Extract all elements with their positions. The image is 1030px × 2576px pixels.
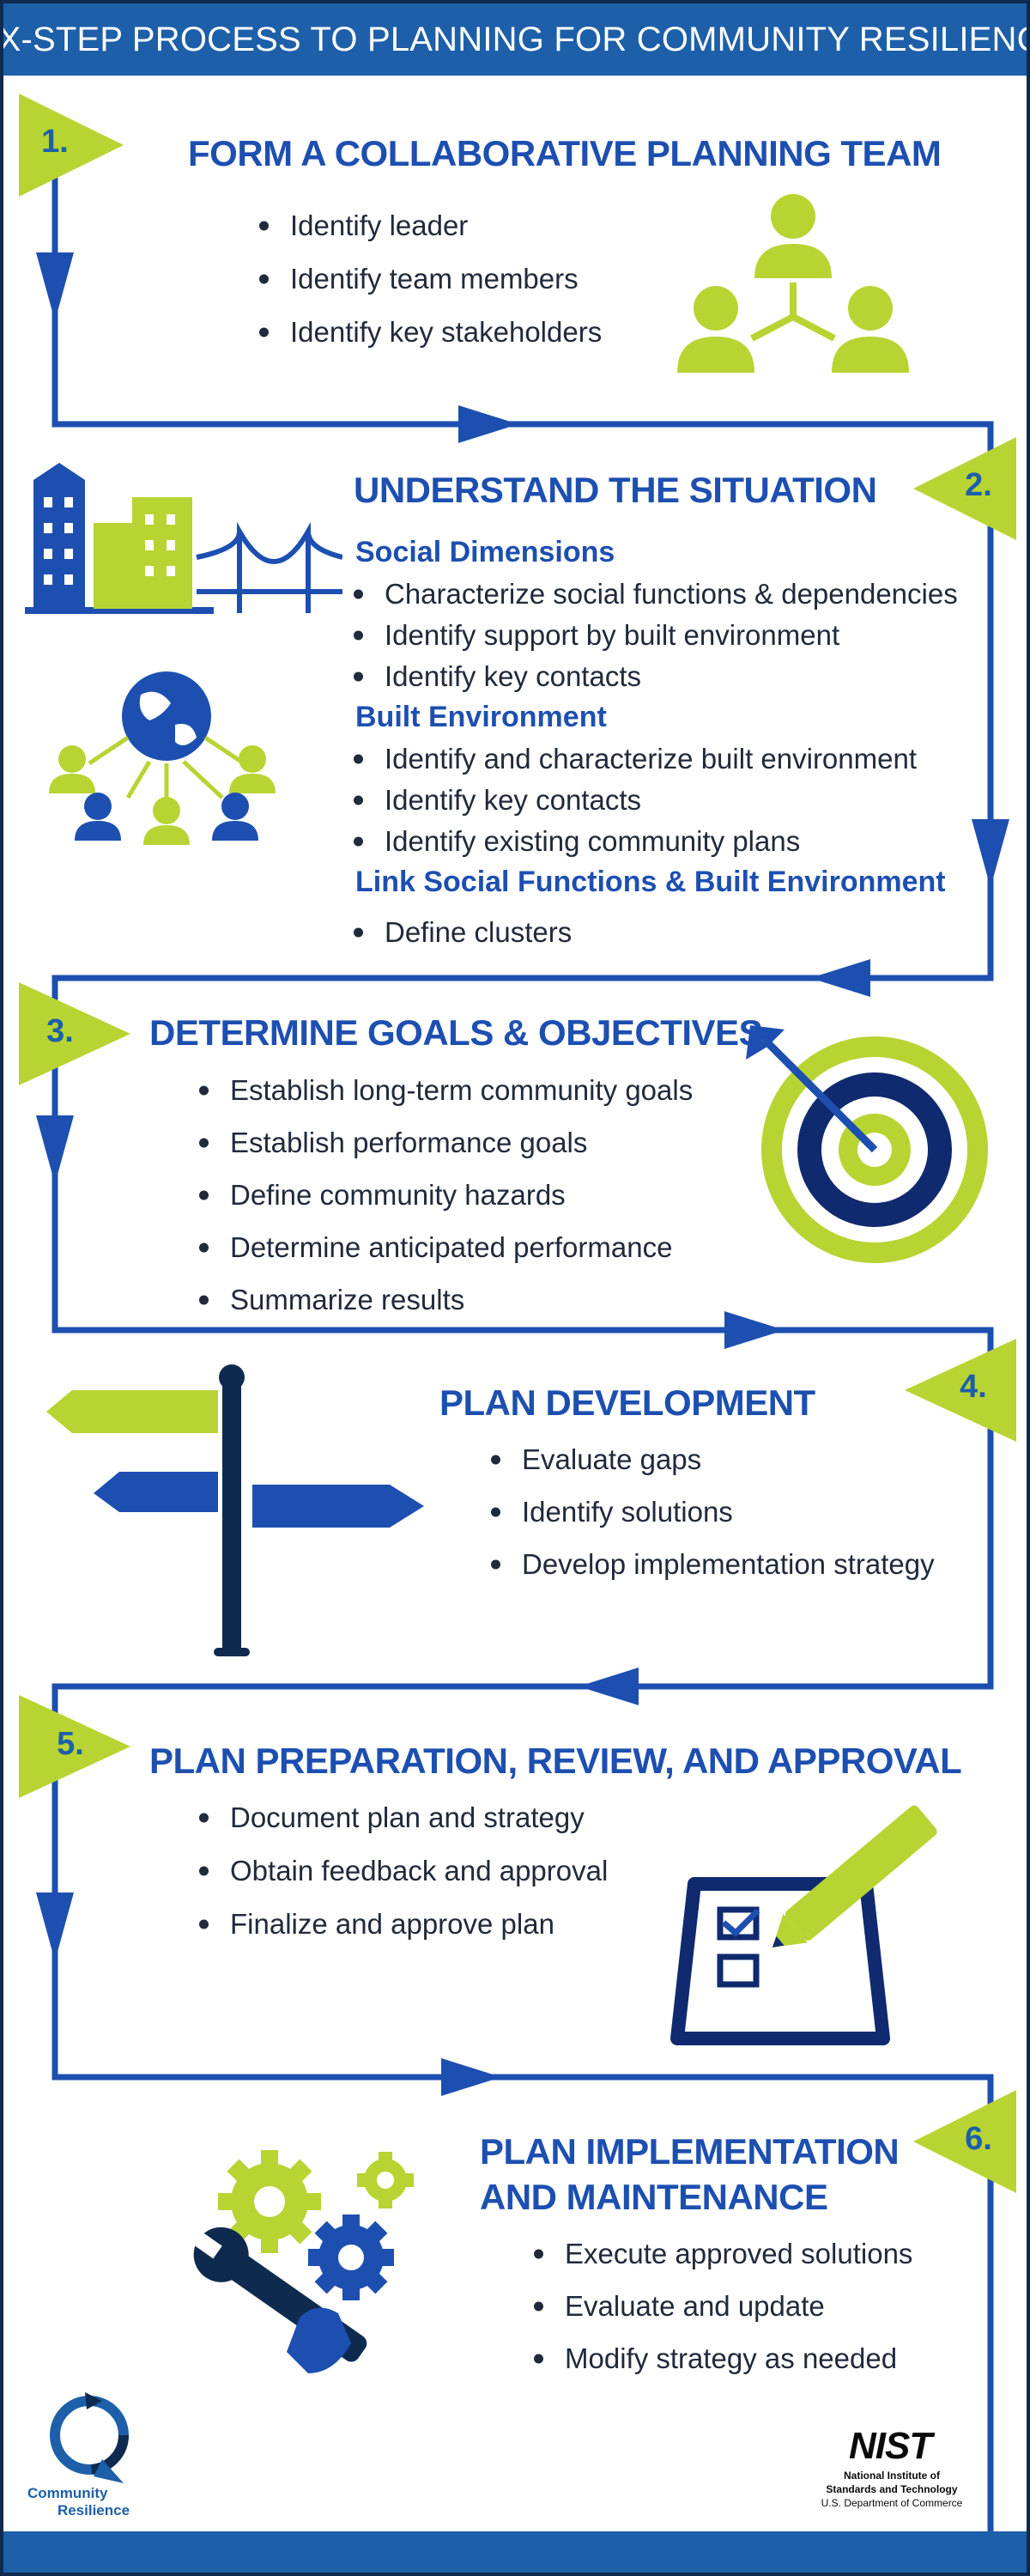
- list-item: Identify leader: [252, 199, 602, 252]
- step-6-badge: [913, 2090, 1016, 2193]
- list-item: Define clusters: [347, 908, 572, 957]
- step-4-bullet-list: Evaluate gaps Identify solutions Develop…: [484, 1433, 935, 1590]
- step-3-number: 3.: [46, 1013, 74, 1049]
- checklist-pencil-icon: [670, 1805, 937, 2045]
- list-item: Develop implementation strategy: [484, 1538, 935, 1590]
- step-1-badge: [19, 94, 124, 197]
- step-5-number: 5.: [57, 1726, 84, 1762]
- flow-arrow-down-1: [36, 252, 74, 321]
- list-item: Define community hazards: [192, 1169, 693, 1221]
- list-item: Identify key contacts: [347, 780, 917, 821]
- community-resilience-logo-line-2: Resilience: [57, 2502, 130, 2518]
- step-2-link-bullet-list: Define clusters: [347, 908, 572, 957]
- step-2-badge: [913, 437, 1016, 540]
- list-item: Obtain feedback and approval: [192, 1844, 608, 1898]
- list-item: Finalize and approve plan: [192, 1898, 608, 1951]
- team-network-icon: [677, 194, 909, 373]
- list-item: Identify key contacts: [347, 656, 958, 697]
- list-item: Determine anticipated performance: [192, 1221, 693, 1273]
- list-item: Identify support by built environment: [347, 615, 958, 656]
- step-4-number: 4.: [960, 1369, 987, 1405]
- step-2-subheading-built: Built Environment: [355, 701, 607, 733]
- city-bridge-icon: [25, 463, 342, 614]
- step-1-number: 1.: [41, 124, 69, 160]
- process-flow-connector: [19, 94, 1016, 2531]
- flow-arrow-down-5: [36, 1893, 74, 1961]
- gears-wrench-icon: [191, 2150, 414, 2373]
- flow-arrow-left-4: [579, 1668, 639, 1705]
- list-item: Establish long-term community goals: [192, 1064, 693, 1116]
- nist-logo: NIST: [849, 2425, 932, 2467]
- globe-people-icon: [49, 671, 276, 845]
- step-6-title-line-2: AND MAINTENANCE: [480, 2177, 828, 2217]
- list-item: Execute approved solutions: [527, 2227, 912, 2280]
- flow-arrow-down-2: [972, 819, 1009, 888]
- nist-name-line-1: National Institute of: [844, 2470, 940, 2482]
- list-item: Evaluate and update: [527, 2280, 912, 2332]
- step-6-bullet-list: Execute approved solutions Evaluate and …: [527, 2227, 912, 2385]
- step-3-bullet-list: Establish long-term community goals Esta…: [192, 1064, 693, 1326]
- step-5-bullet-list: Document plan and strategy Obtain feedba…: [192, 1791, 608, 1951]
- step-2-subheading-social: Social Dimensions: [355, 536, 615, 568]
- step-2-title: UNDERSTAND THE SITUATION: [354, 470, 877, 510]
- list-item: Modify strategy as needed: [527, 2332, 912, 2385]
- list-item: Evaluate gaps: [484, 1433, 935, 1485]
- community-resilience-logo-line-1: Community: [27, 2485, 108, 2501]
- community-resilience-logo: [50, 2392, 129, 2483]
- nist-name-line-2: Standards and Technology: [826, 2483, 958, 2495]
- page-title: SIX-STEP PROCESS TO PLANNING FOR COMMUNI…: [3, 3, 1027, 76]
- list-item: Summarize results: [192, 1273, 693, 1326]
- step-5-title: PLAN PREPARATION, REVIEW, AND APPROVAL: [149, 1741, 962, 1781]
- step-5-badge: [19, 1695, 130, 1798]
- flow-arrow-right-3: [724, 1311, 785, 1349]
- step-2-social-bullet-list: Characterize social functions & dependen…: [347, 574, 958, 697]
- list-item: Identify key stakeholders: [252, 306, 602, 359]
- step-2-subheading-link: Link Social Functions & Built Environmen…: [355, 866, 946, 898]
- step-2-number: 2.: [965, 467, 992, 503]
- list-item: Identify team members: [252, 252, 602, 306]
- list-item: Identify and characterize built environm…: [347, 738, 917, 780]
- step-2-built-bullet-list: Identify and characterize built environm…: [347, 738, 917, 862]
- footer-band: [3, 2531, 1027, 2573]
- list-item: Identify solutions: [484, 1485, 935, 1538]
- list-item: Identify existing community plans: [347, 821, 917, 862]
- signpost-icon: [46, 1364, 424, 1656]
- list-item: Establish performance goals: [192, 1116, 693, 1169]
- flow-arrow-down-3: [36, 1115, 74, 1184]
- step-3-title: DETERMINE GOALS & OBJECTIVES: [149, 1012, 763, 1053]
- step-6-number: 6.: [965, 2121, 992, 2157]
- step-4-title: PLAN DEVELOPMENT: [439, 1382, 815, 1423]
- step-1-title: FORM A COLLABORATIVE PLANNING TEAM: [188, 133, 942, 173]
- step-4-badge: [905, 1339, 1016, 1442]
- flow-arrow-left-2: [810, 959, 870, 997]
- step-1-bullet-list: Identify leader Identify team members Id…: [252, 199, 602, 359]
- step-6-title-line-1: PLAN IMPLEMENTATION: [480, 2131, 900, 2172]
- nist-department-line: U.S. Department of Commerce: [821, 2497, 963, 2509]
- target-dart-icon: [746, 1025, 988, 1263]
- list-item: Document plan and strategy: [192, 1791, 608, 1844]
- list-item: Characterize social functions & dependen…: [347, 574, 958, 615]
- flow-arrow-right-5: [441, 2058, 501, 2096]
- flow-arrow-right-1: [458, 405, 518, 443]
- step-3-badge: [19, 982, 130, 1085]
